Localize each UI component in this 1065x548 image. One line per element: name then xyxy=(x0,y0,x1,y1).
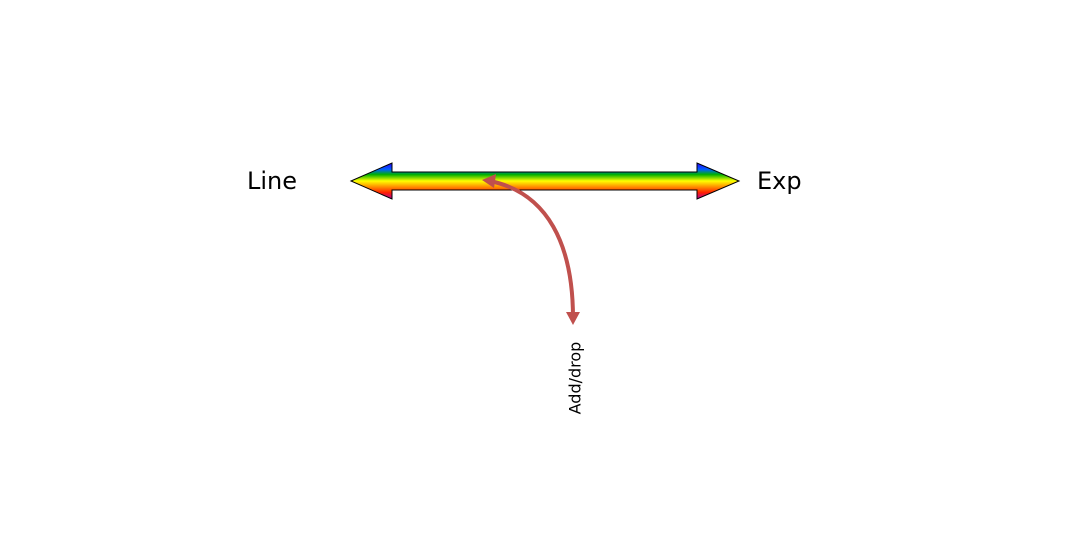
right-label: Exp xyxy=(757,167,802,195)
connector-label: Add/drop xyxy=(565,341,585,415)
curved-connector-arrow xyxy=(488,179,575,320)
connector-arrowhead-bottom xyxy=(566,312,580,325)
double-arrow-shape xyxy=(349,162,741,200)
left-label: Line xyxy=(247,167,298,195)
connector-arrowhead-top xyxy=(482,174,496,188)
